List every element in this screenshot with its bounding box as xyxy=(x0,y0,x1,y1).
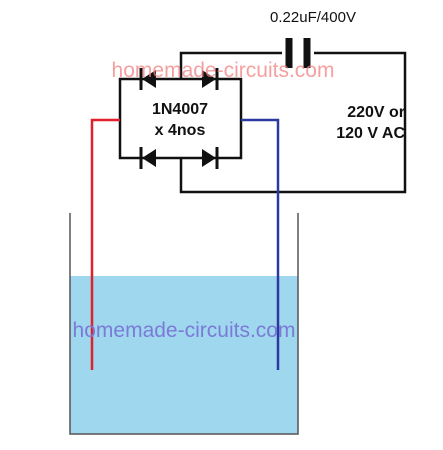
water-body xyxy=(70,276,298,434)
capacitor-label: 0.22uF/400V xyxy=(270,9,356,26)
negative-probe-wire xyxy=(241,118,280,370)
positive-probe-wire xyxy=(90,118,120,370)
watermark-bottom: homemade-circuits.com xyxy=(73,319,296,342)
diode-bottom-right xyxy=(202,147,219,169)
water-container xyxy=(69,213,299,435)
ac-label-line2: 120 V AC xyxy=(336,125,405,142)
diode-bottom-left xyxy=(139,147,156,169)
watermark-top: homemade-circuits.com xyxy=(112,59,335,82)
bridge-label-line2: x 4nos xyxy=(155,122,206,139)
wire-ac-loop xyxy=(179,51,407,194)
wire-top-left xyxy=(179,51,282,79)
ac-label-line1: 220V or xyxy=(347,104,405,121)
diode-top-right xyxy=(202,68,219,90)
bridge-rectifier-frame xyxy=(118,77,243,160)
diode-top-left xyxy=(139,68,156,90)
bridge-label-line1: 1N4007 xyxy=(152,101,208,118)
